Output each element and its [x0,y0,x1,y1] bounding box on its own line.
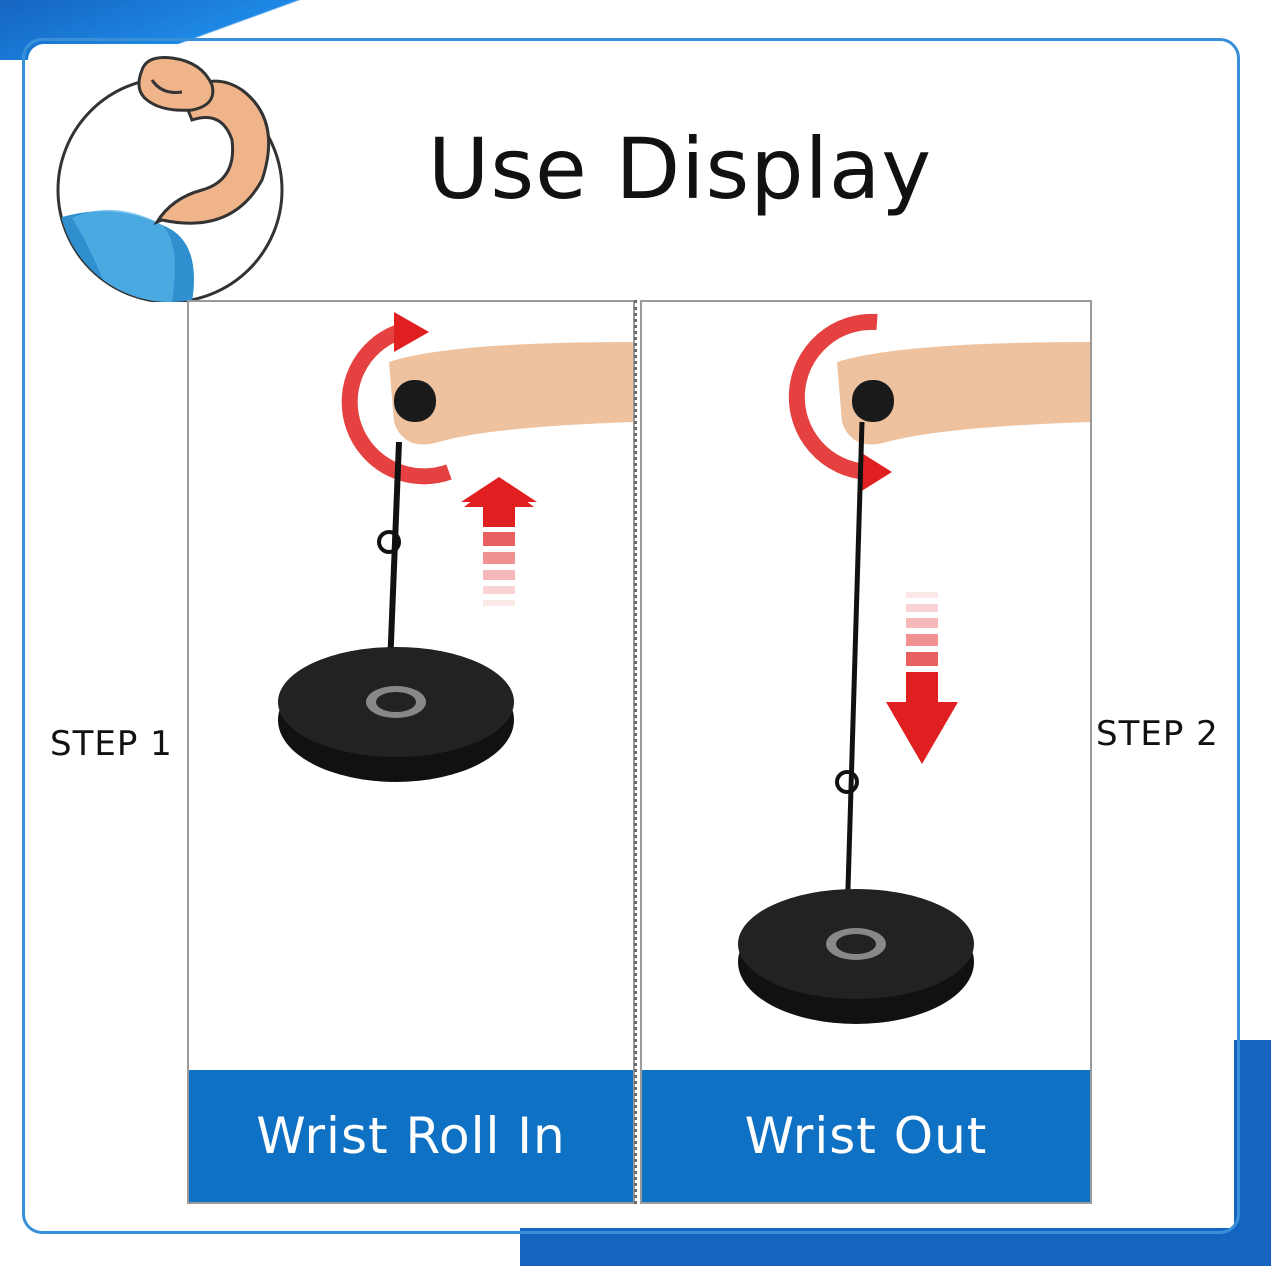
rotation-arrow-icon [341,324,452,485]
panel-divider [634,300,637,1204]
step-1-caption: Wrist Roll In [189,1070,633,1202]
step-1-label: STEP 1 [50,724,173,764]
step-2-label: STEP 2 [1096,714,1219,754]
rotation-arrow-icon [788,313,878,480]
up-arrow-icon [461,477,537,606]
outer-frame [22,38,1240,1234]
weight-plate-image [278,647,514,782]
page-title: Use Display [427,120,933,218]
frame-corner-bottom [520,1228,1271,1266]
wrist-out-illustration [738,313,1090,1024]
flexed-arm-logo [56,56,284,302]
step-1-panel: Wrist Roll In [187,300,635,1204]
weight-plate-image [738,889,974,1024]
step-2-panel: Wrist Out [640,300,1092,1204]
frame-corner-right [1234,1040,1271,1266]
step-2-caption: Wrist Out [642,1070,1090,1202]
down-arrow-icon [886,592,958,764]
wrist-roll-in-illustration [278,312,633,782]
